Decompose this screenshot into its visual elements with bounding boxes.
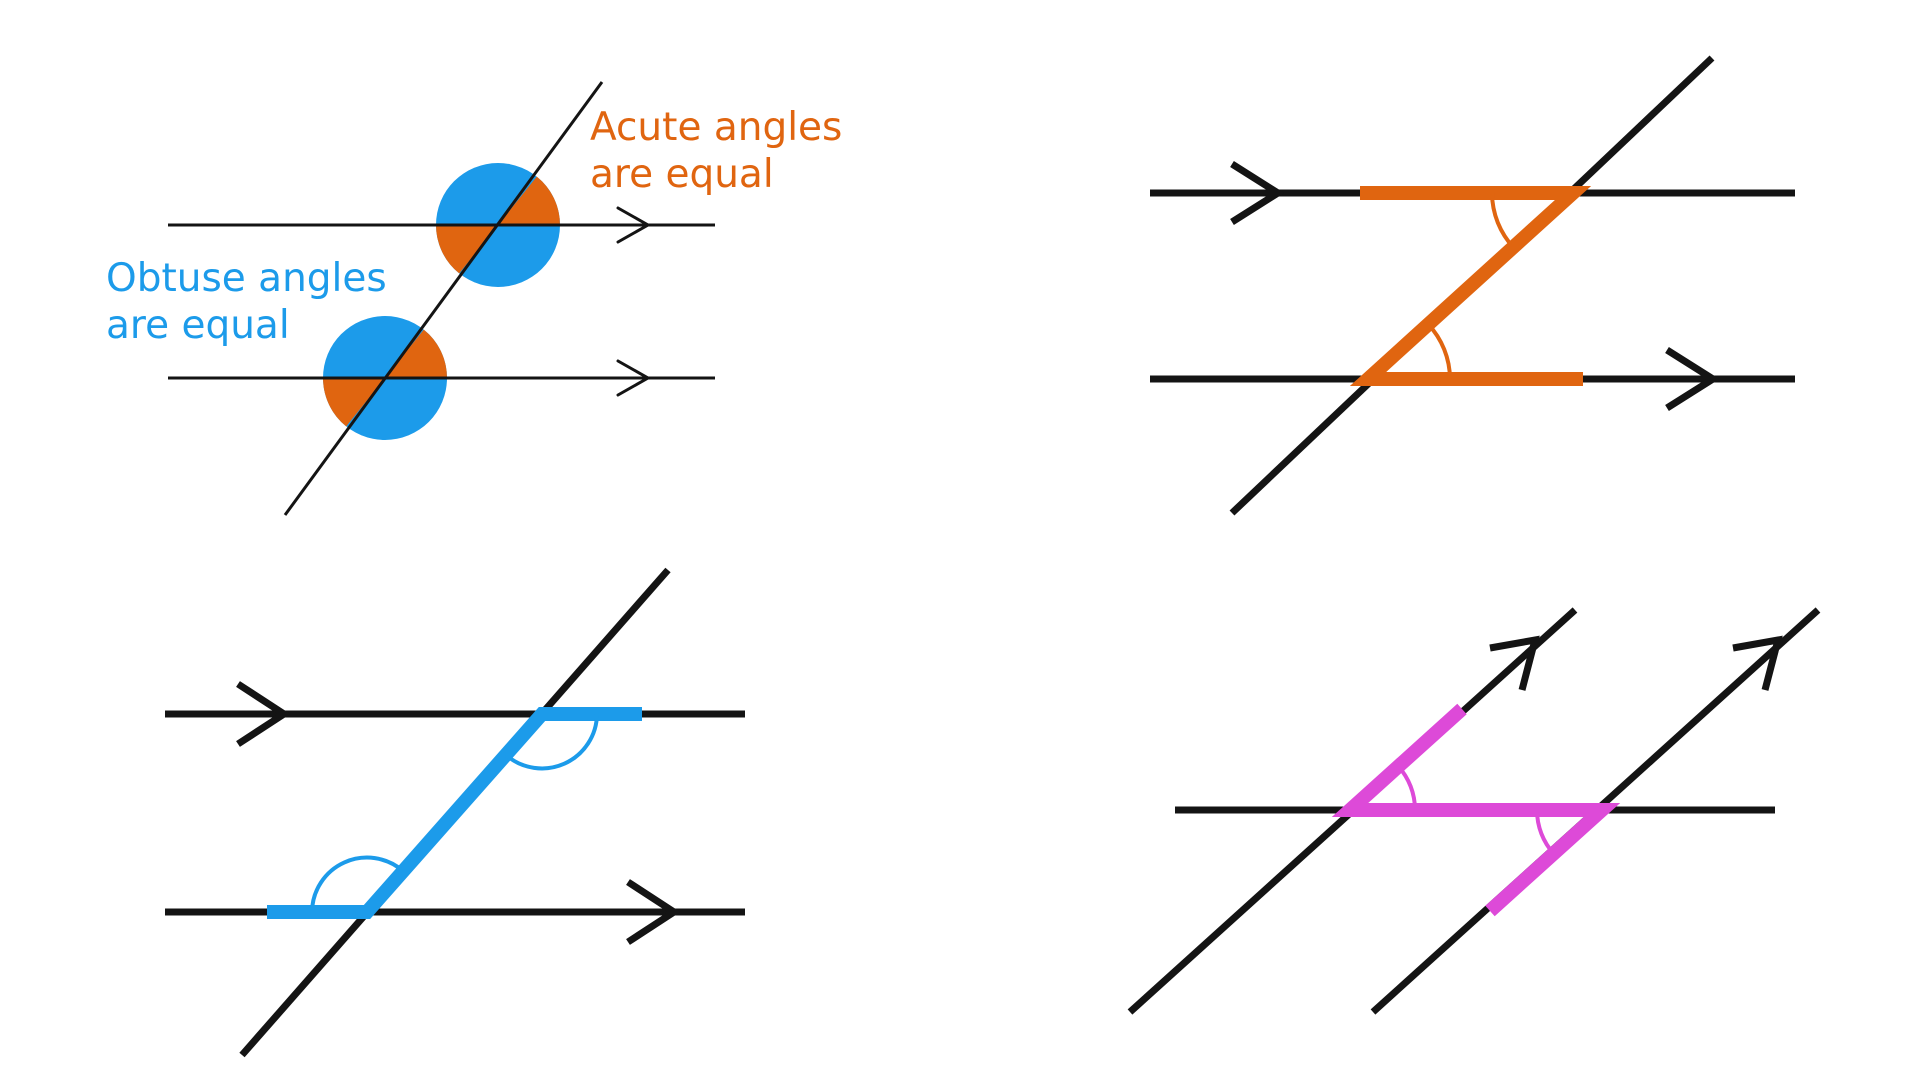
magenta-left-angle-arc [1396, 764, 1418, 811]
magenta-left-parallel-arrow [1489, 635, 1540, 691]
transversal-line [283, 81, 604, 516]
upper-acute-sector-left [436, 225, 498, 274]
z-lower-angle-arc [1426, 322, 1452, 380]
z-lower-parallel-arrow [1665, 347, 1720, 411]
acute-label-line1: Acute angles [590, 105, 842, 150]
blue-upper-angle-arc [504, 713, 599, 771]
blue-lower-parallel-arrow [626, 879, 681, 945]
lower-acute-sector-right [385, 329, 448, 378]
panel-z-alternate [1150, 55, 1795, 516]
blue-shape-highlight [267, 707, 642, 919]
blue-upper-parallel-arrow [236, 681, 291, 747]
blue-lower-angle-arc [310, 855, 405, 913]
panel-z-between-transversals [1127, 607, 1821, 1015]
panel-circles: Acute angles are equal Obtuse angles are… [106, 81, 842, 516]
magenta-right-angle-arc [1534, 809, 1556, 856]
magenta-z-highlight [1331, 703, 1621, 917]
upper-parallel-arrow [616, 206, 652, 244]
z-shape-highlight [1349, 186, 1592, 386]
obtuse-label-line1: Obtuse angles [106, 256, 387, 301]
z-upper-angle-arc [1490, 192, 1516, 250]
obtuse-label-line2: are equal [106, 303, 290, 348]
magenta-right-parallel-arrow [1732, 635, 1783, 691]
upper-acute-sector-right [498, 176, 561, 225]
z-upper-parallel-arrow [1230, 161, 1285, 225]
panel-obtuse-alternate [165, 567, 745, 1058]
acute-label-line2: are equal [590, 152, 774, 197]
lower-parallel-arrow [616, 359, 652, 397]
lower-acute-sector-left [322, 378, 385, 427]
